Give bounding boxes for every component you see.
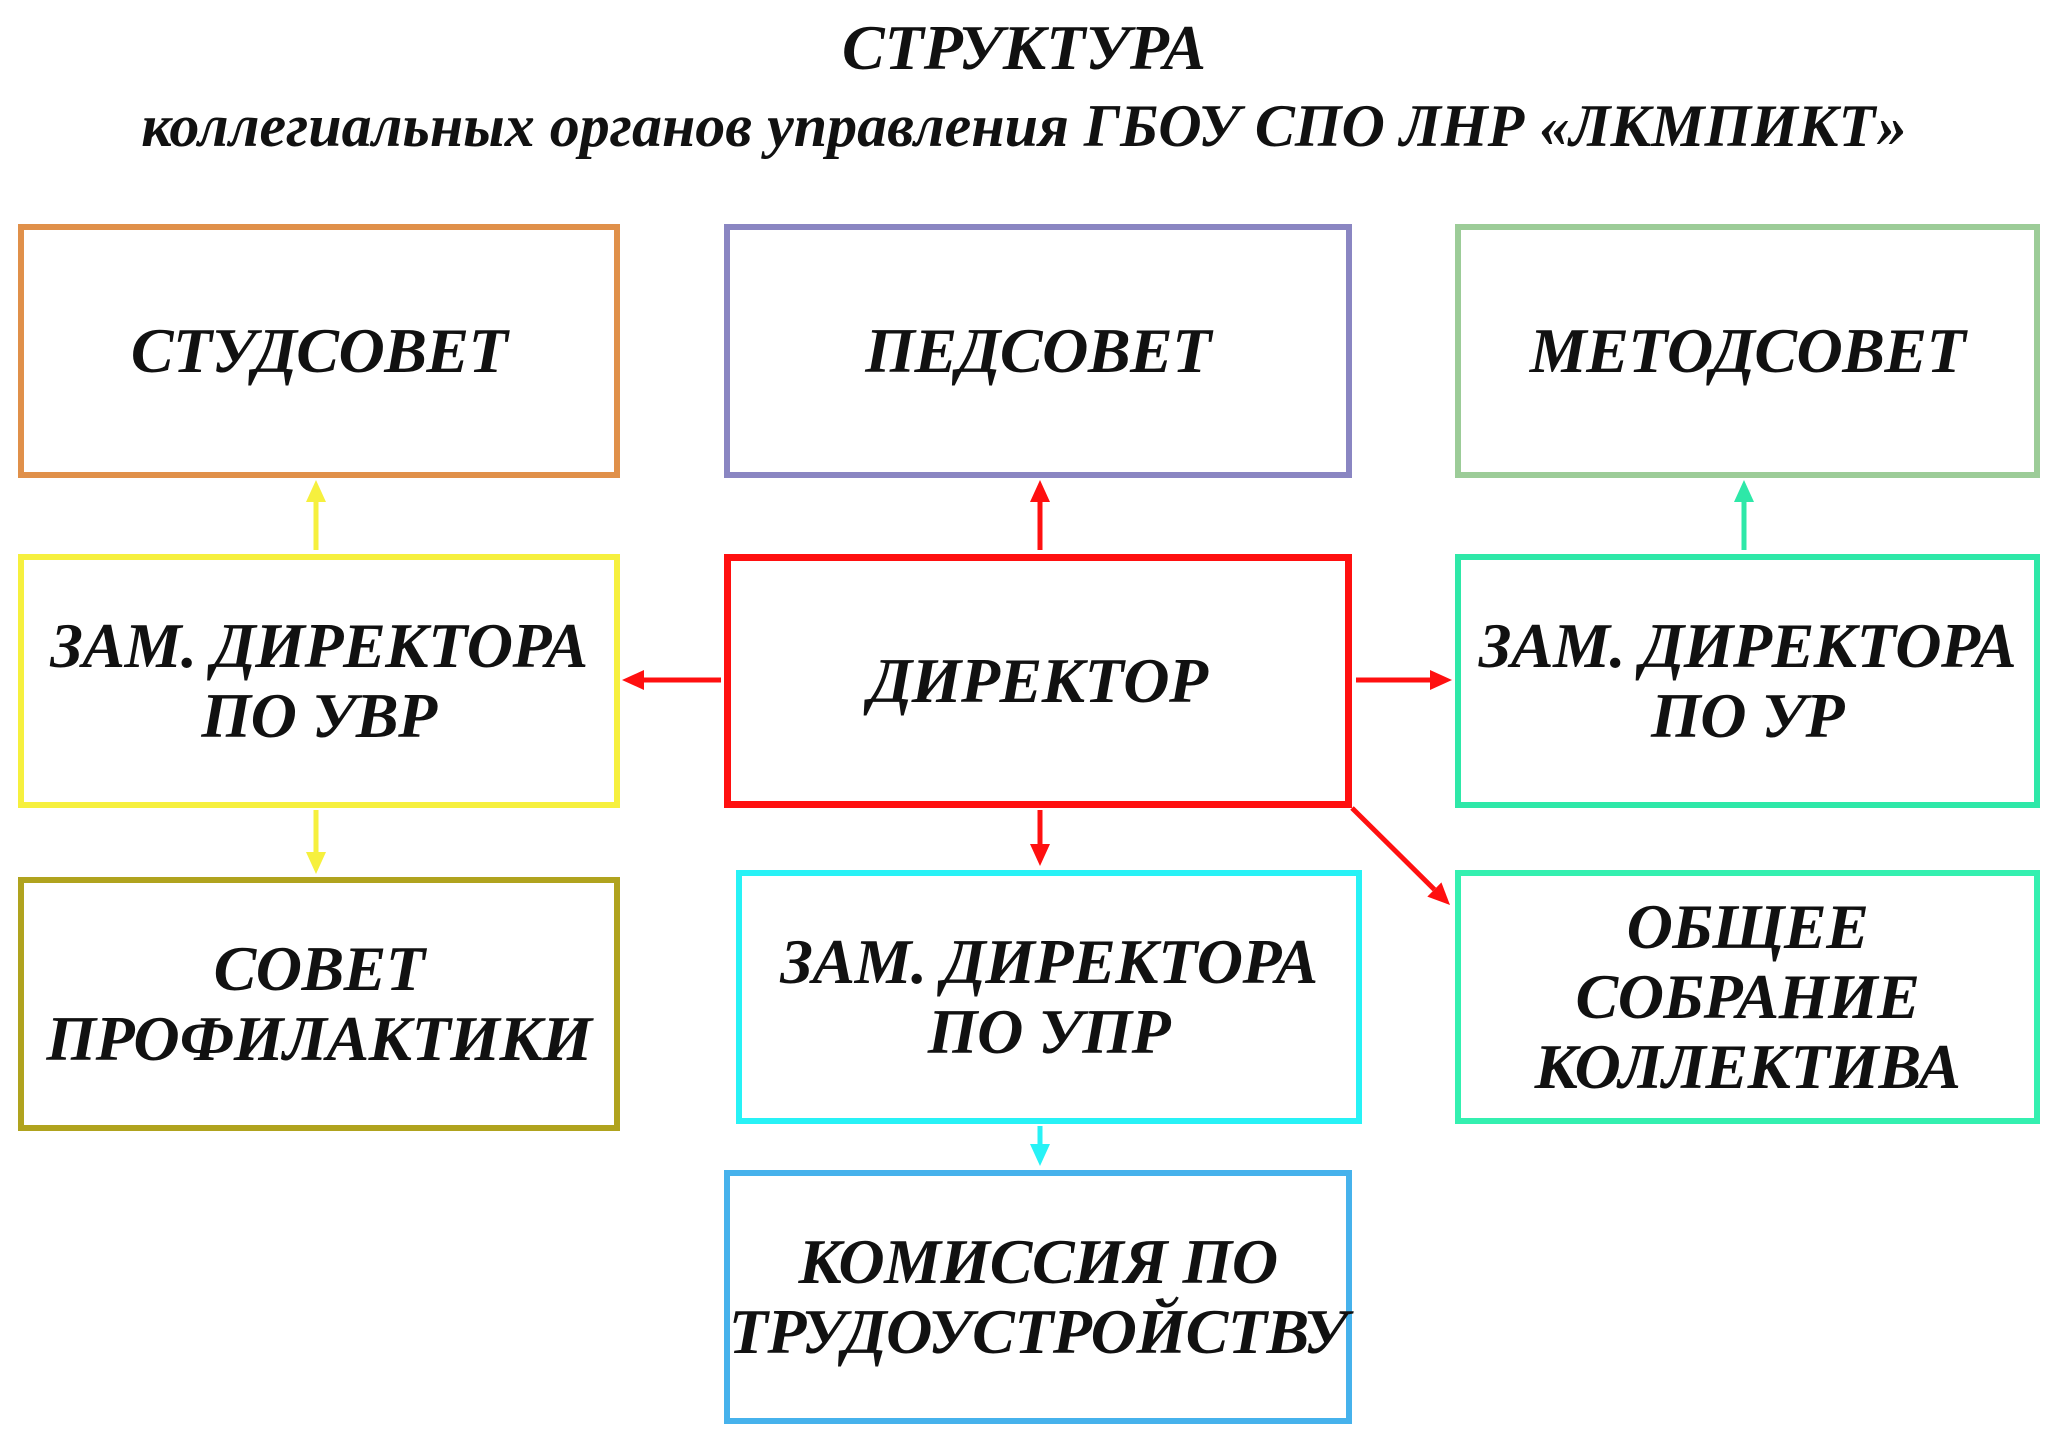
arrow-director-to-zam_uvr bbox=[622, 670, 721, 690]
node-metodsovet: МЕТОДСОВЕТ bbox=[1455, 224, 2040, 478]
node-label: ДИРЕКТОР bbox=[868, 645, 1208, 716]
node-studsovet: СТУДСОВЕТ bbox=[18, 224, 620, 478]
arrow-director-to-zam_ur bbox=[1356, 670, 1452, 690]
node-label: СОВЕТ ПРОФИЛАКТИКИ bbox=[46, 933, 592, 1074]
node-label: СТУДСОВЕТ bbox=[130, 315, 508, 386]
arrow-head bbox=[306, 480, 326, 502]
arrow-zam_uvr-to-studsovet bbox=[306, 480, 326, 550]
node-label: ПЕДСОВЕТ bbox=[865, 315, 1211, 386]
arrow-head bbox=[1734, 480, 1754, 502]
node-label: ЗАМ. ДИРЕКТОРА ПО УР bbox=[1478, 610, 2017, 751]
arrow-head bbox=[622, 670, 644, 690]
arrow-zam_upr-to-komissiya bbox=[1030, 1126, 1050, 1166]
node-label: МЕТОДСОВЕТ bbox=[1529, 315, 1966, 386]
arrow-head bbox=[1427, 882, 1450, 905]
arrow-head bbox=[1030, 844, 1050, 866]
arrow-director-to-pedsovet bbox=[1030, 480, 1050, 550]
node-label: ЗАМ. ДИРЕКТОРА ПО УВР bbox=[50, 610, 588, 751]
node-label: ОБЩЕЕ СОБРАНИЕ КОЛЛЕКТИВА bbox=[1534, 891, 1961, 1102]
node-deputy-director-upr: ЗАМ. ДИРЕКТОРА ПО УПР bbox=[736, 870, 1362, 1124]
arrow-head bbox=[1030, 1144, 1050, 1166]
node-deputy-director-ur: ЗАМ. ДИРЕКТОРА ПО УР bbox=[1455, 554, 2040, 808]
node-general-meeting: ОБЩЕЕ СОБРАНИЕ КОЛЛЕКТИВА bbox=[1455, 870, 2040, 1124]
arrow-zam_uvr-to-sovet_prof bbox=[306, 810, 326, 874]
diagram-subtitle: коллегиальных органов управления ГБОУ СП… bbox=[141, 93, 1907, 159]
arrow-head bbox=[306, 852, 326, 874]
arrow-director-to-obshchee bbox=[1350, 806, 1450, 905]
node-pedsovet: ПЕДСОВЕТ bbox=[724, 224, 1352, 478]
arrow-director-to-zam_upr bbox=[1030, 810, 1050, 866]
node-deputy-director-uvr: ЗАМ. ДИРЕКТОРА ПО УВР bbox=[18, 554, 620, 808]
arrow-line bbox=[1350, 806, 1437, 892]
node-label: ЗАМ. ДИРЕКТОРА ПО УПР bbox=[780, 926, 1318, 1067]
arrow-head bbox=[1030, 480, 1050, 502]
diagram-title: СТРУКТУРА bbox=[841, 12, 1207, 83]
node-label: КОМИССИЯ ПО ТРУДОУСТРОЙСТВУ bbox=[728, 1226, 1348, 1367]
arrow-head bbox=[1430, 670, 1452, 690]
node-employment-commission: КОМИССИЯ ПО ТРУДОУСТРОЙСТВУ bbox=[724, 1170, 1352, 1424]
node-director: ДИРЕКТОР bbox=[724, 554, 1352, 808]
node-prevention-council: СОВЕТ ПРОФИЛАКТИКИ bbox=[18, 877, 620, 1131]
arrow-zam_ur-to-metodsovet bbox=[1734, 480, 1754, 550]
